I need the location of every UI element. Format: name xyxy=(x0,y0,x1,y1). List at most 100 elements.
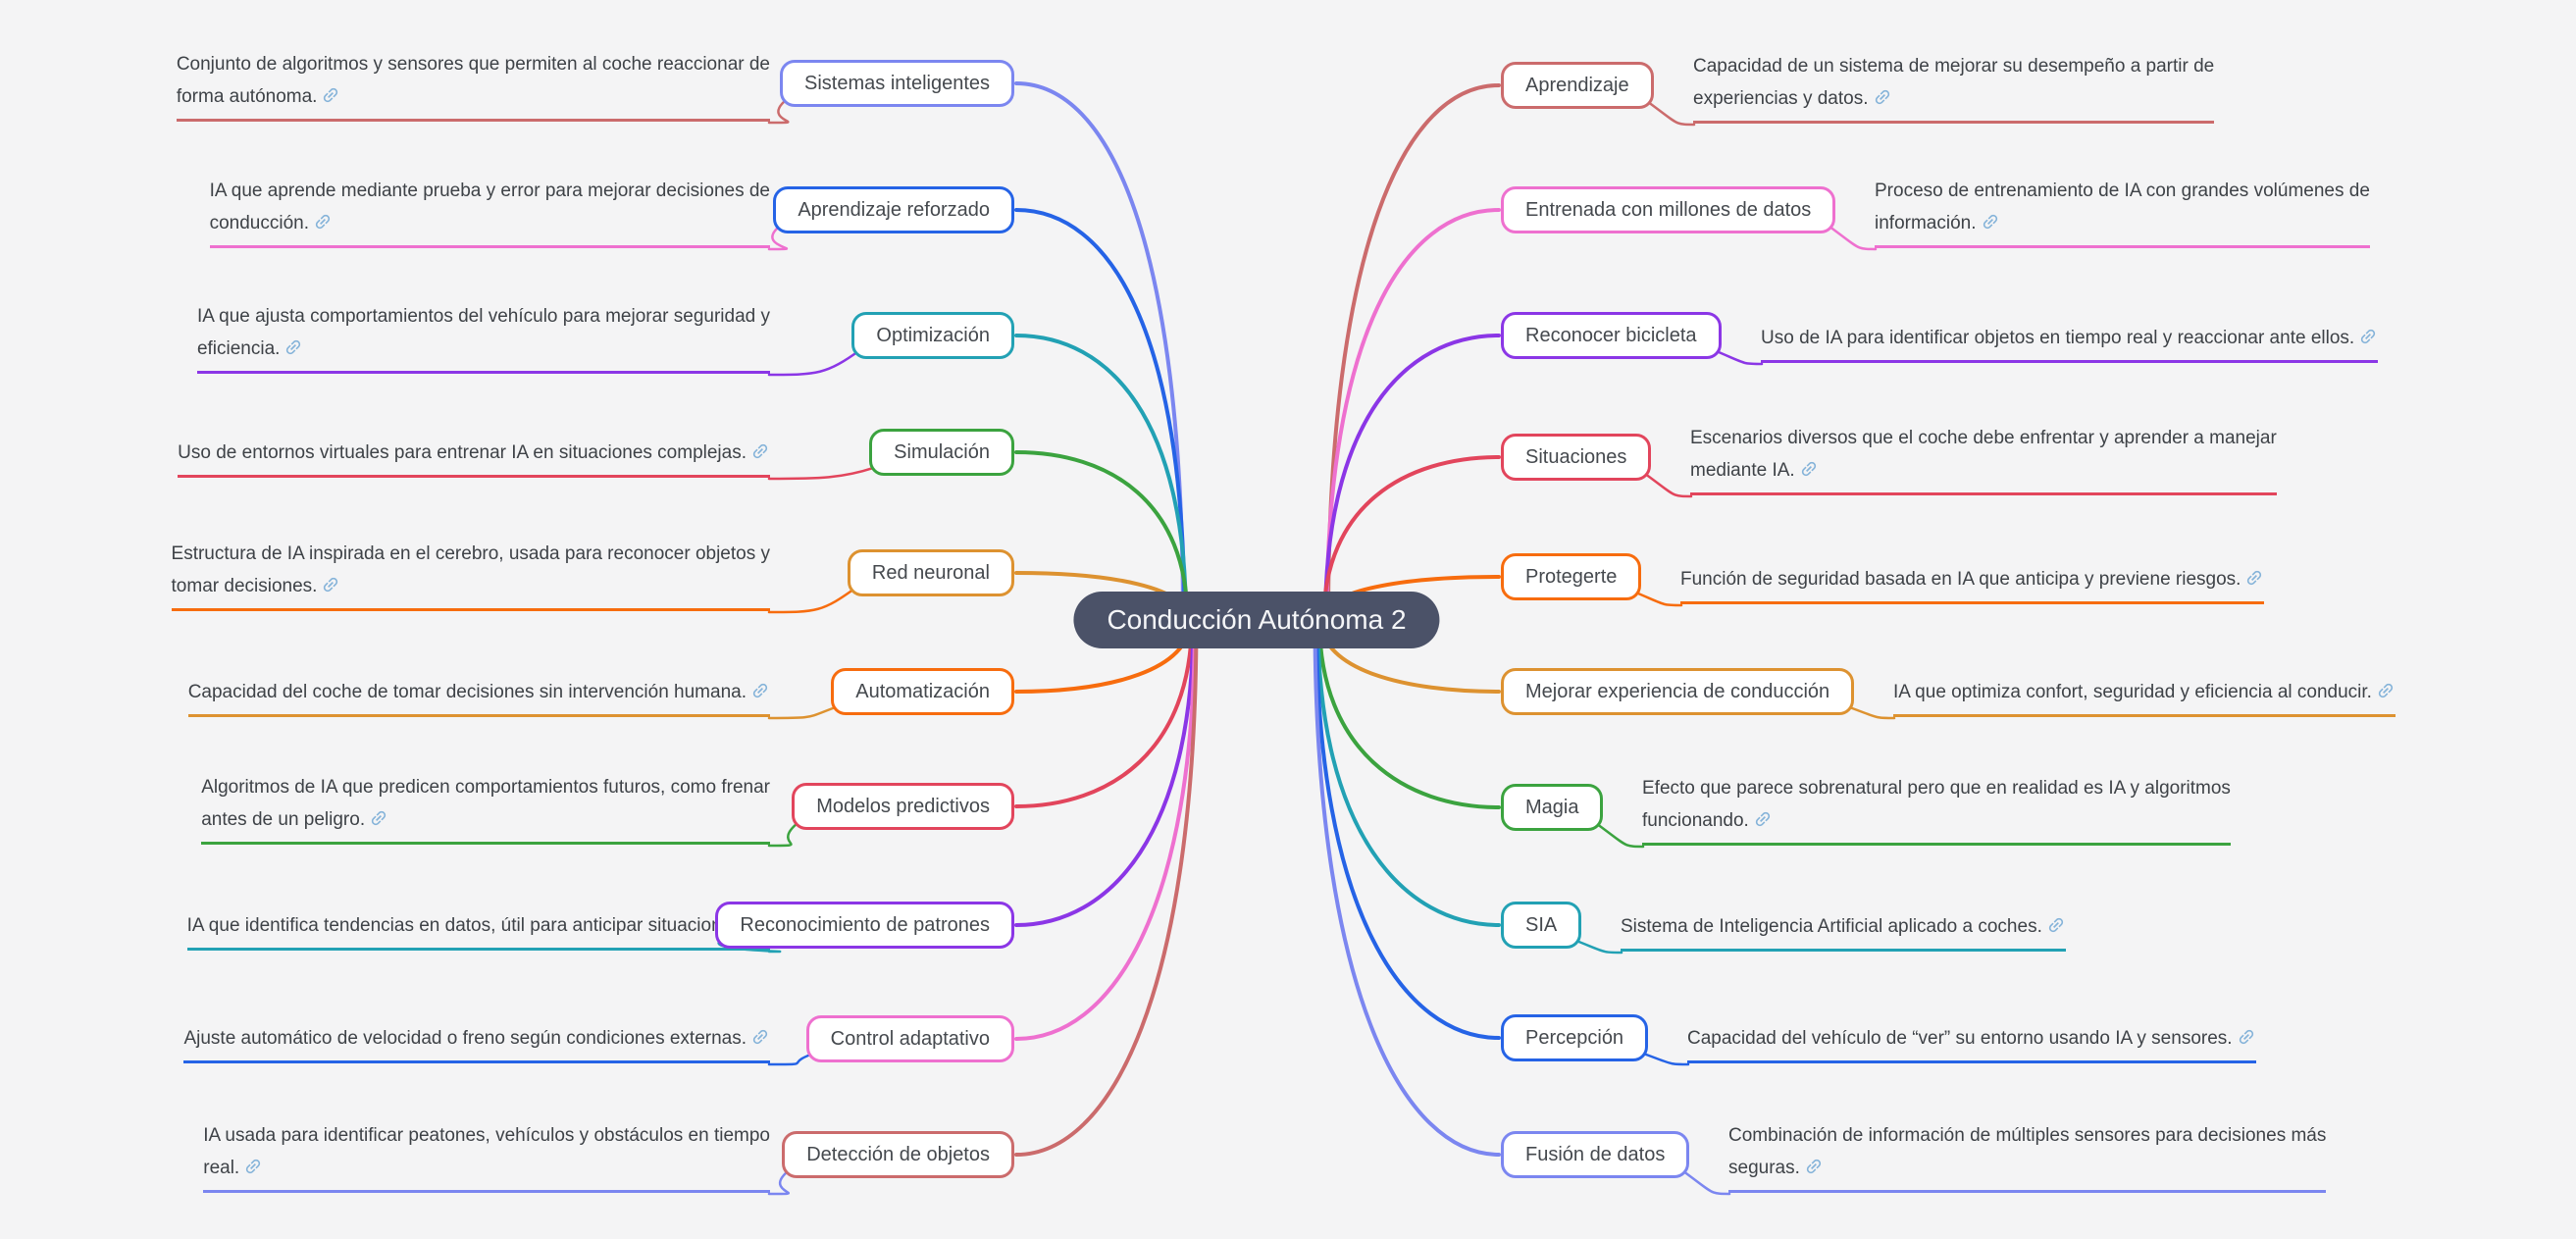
leaf-note: Función de seguridad basada en IA que an… xyxy=(1680,563,2265,604)
branch-node[interactable]: SIA xyxy=(1501,902,1582,949)
branch-node-label: Aprendizaje xyxy=(1525,74,1629,96)
leaf-line: experiencias y datos. xyxy=(1693,82,2214,115)
leaf-text: antes de un peligro. xyxy=(201,809,366,830)
branch-node-label: Modelos predictivos xyxy=(816,795,990,817)
link-icon[interactable] xyxy=(2358,327,2378,346)
leaf-line: forma autónoma. xyxy=(177,80,770,113)
branch-node[interactable]: Red neuronal xyxy=(847,549,1014,596)
link-icon[interactable] xyxy=(1753,809,1773,829)
link-icon[interactable] xyxy=(321,85,340,105)
leaf-note: Uso de IA para identificar objetos en ti… xyxy=(1761,322,2379,363)
branch-node[interactable]: Protegerte xyxy=(1501,553,1642,600)
leaf-line: tomar decisiones. xyxy=(172,570,770,602)
leaf-line: real. xyxy=(203,1152,770,1184)
branch-node[interactable]: Control adaptativo xyxy=(805,1015,1014,1062)
leaf-link xyxy=(1842,703,1896,720)
link-icon[interactable] xyxy=(1799,459,1819,479)
leaf-text: mediante IA. xyxy=(1690,460,1795,481)
branch-node-label: Situaciones xyxy=(1525,445,1627,468)
leaf-note: IA que aprende mediante prueba y error p… xyxy=(209,175,770,248)
branch-node[interactable]: Reconocimiento de patrones xyxy=(715,902,1014,949)
link-icon[interactable] xyxy=(2237,1027,2256,1047)
branch-node[interactable]: Optimización xyxy=(851,312,1014,359)
leaf-text: Escenarios diversos que el coche debe en… xyxy=(1690,428,2277,448)
leaf-line: Algoritmos de IA que predicen comportami… xyxy=(201,771,770,803)
leaf-text: Capacidad del vehículo de “ver” su entor… xyxy=(1687,1028,2233,1049)
link-icon[interactable] xyxy=(750,441,770,461)
leaf-line: antes de un peligro. xyxy=(201,803,770,836)
branch-node-label: Mejorar experiencia de conducción xyxy=(1525,680,1830,702)
leaf-text: Uso de entornos virtuales para entrenar … xyxy=(178,442,747,463)
leaf-text: forma autónoma. xyxy=(176,86,318,107)
leaf-text: Capacidad de un sistema de mejorar su de… xyxy=(1693,56,2215,77)
branch-node-label: Entrenada con millones de datos xyxy=(1525,198,1812,221)
branch-node-label: Protegerte xyxy=(1525,565,1618,588)
branch-node-label: SIA xyxy=(1525,913,1558,936)
link-icon[interactable] xyxy=(283,337,303,357)
leaf-text: conducción. xyxy=(209,213,309,233)
leaf-link xyxy=(767,95,792,125)
branch-node[interactable]: Simulación xyxy=(869,429,1014,476)
branch-node[interactable]: Reconocer bicicleta xyxy=(1501,312,1722,359)
branch-link xyxy=(1014,618,1194,808)
branch-node[interactable]: Percepción xyxy=(1501,1014,1649,1061)
link-icon[interactable] xyxy=(750,1027,770,1047)
leaf-line: Capacidad de un sistema de mejorar su de… xyxy=(1693,50,2214,82)
leaf-note: Conjunto de algoritmos y sensores que pe… xyxy=(176,48,770,122)
leaf-note: IA que ajusta comportamientos del vehícu… xyxy=(196,300,770,374)
link-icon[interactable] xyxy=(2244,568,2264,588)
branch-link xyxy=(1014,618,1199,1157)
branch-node[interactable]: Sistemas inteligentes xyxy=(780,60,1014,107)
leaf-text: Conjunto de algoritmos y sensores que pe… xyxy=(176,54,770,75)
root-node-label: Conducción Autónoma 2 xyxy=(1107,604,1407,635)
link-icon[interactable] xyxy=(2376,681,2396,700)
link-icon[interactable] xyxy=(369,808,388,828)
branch-node-label: Aprendizaje reforzado xyxy=(798,198,990,221)
leaf-line: Escenarios diversos que el coche debe en… xyxy=(1690,422,2277,454)
link-icon[interactable] xyxy=(1873,87,1892,107)
leaf-line: Ajuste automático de velocidad o freno s… xyxy=(183,1022,770,1055)
leaf-note: IA usada para identificar peatones, vehí… xyxy=(203,1119,770,1193)
branch-node[interactable]: Aprendizaje reforzado xyxy=(773,186,1014,233)
leaf-link xyxy=(1677,1166,1731,1196)
leaf-note: Proceso de entrenamiento de IA con grand… xyxy=(1875,175,2370,248)
link-icon[interactable] xyxy=(321,575,340,594)
leaf-link xyxy=(767,1051,818,1066)
branch-node[interactable]: Magia xyxy=(1501,784,1604,831)
link-icon[interactable] xyxy=(313,212,333,232)
branch-node[interactable]: Automatización xyxy=(831,668,1014,715)
leaf-text: experiencias y datos. xyxy=(1693,88,1869,109)
branch-link xyxy=(1014,334,1188,622)
branch-node[interactable]: Fusión de datos xyxy=(1501,1131,1690,1178)
branch-node[interactable]: Situaciones xyxy=(1501,434,1652,481)
leaf-text: IA usada para identificar peatones, vehí… xyxy=(203,1125,770,1146)
leaf-text: IA que ajusta comportamientos del vehícu… xyxy=(196,306,770,327)
branch-node[interactable]: Entrenada con millones de datos xyxy=(1501,186,1836,233)
branch-link xyxy=(1317,618,1501,809)
branch-link xyxy=(1326,83,1501,622)
leaf-line: Efecto que parece sobrenatural pero que … xyxy=(1642,772,2231,804)
link-icon[interactable] xyxy=(750,681,770,700)
link-icon[interactable] xyxy=(1981,212,2000,232)
leaf-text: Función de seguridad basada en IA que an… xyxy=(1680,569,2241,590)
leaf-line: IA que identifica tendencias en datos, ú… xyxy=(187,909,770,942)
leaf-text: Estructura de IA inspirada en el cerebro… xyxy=(171,543,770,564)
link-icon[interactable] xyxy=(2046,915,2066,935)
leaf-line: Función de seguridad basada en IA que an… xyxy=(1680,563,2264,595)
branch-node[interactable]: Mejorar experiencia de conducción xyxy=(1501,668,1855,715)
branch-link xyxy=(1014,618,1196,927)
branch-node[interactable]: Modelos predictivos xyxy=(792,783,1014,830)
leaf-text: Capacidad del coche de tomar decisiones … xyxy=(187,682,747,702)
branch-node[interactable]: Aprendizaje xyxy=(1501,62,1654,109)
link-icon[interactable] xyxy=(243,1157,263,1176)
link-icon[interactable] xyxy=(1804,1157,1824,1176)
branch-node[interactable]: Detección de objetos xyxy=(782,1131,1014,1178)
root-node[interactable]: Conducción Autónoma 2 xyxy=(1073,592,1440,648)
leaf-link xyxy=(767,464,881,481)
leaf-link xyxy=(1824,222,1878,251)
leaf-note: Algoritmos de IA que predicen comportami… xyxy=(201,771,770,845)
leaf-text: IA que aprende mediante prueba y error p… xyxy=(209,181,770,201)
leaf-line: Capacidad del coche de tomar decisiones … xyxy=(188,676,770,708)
